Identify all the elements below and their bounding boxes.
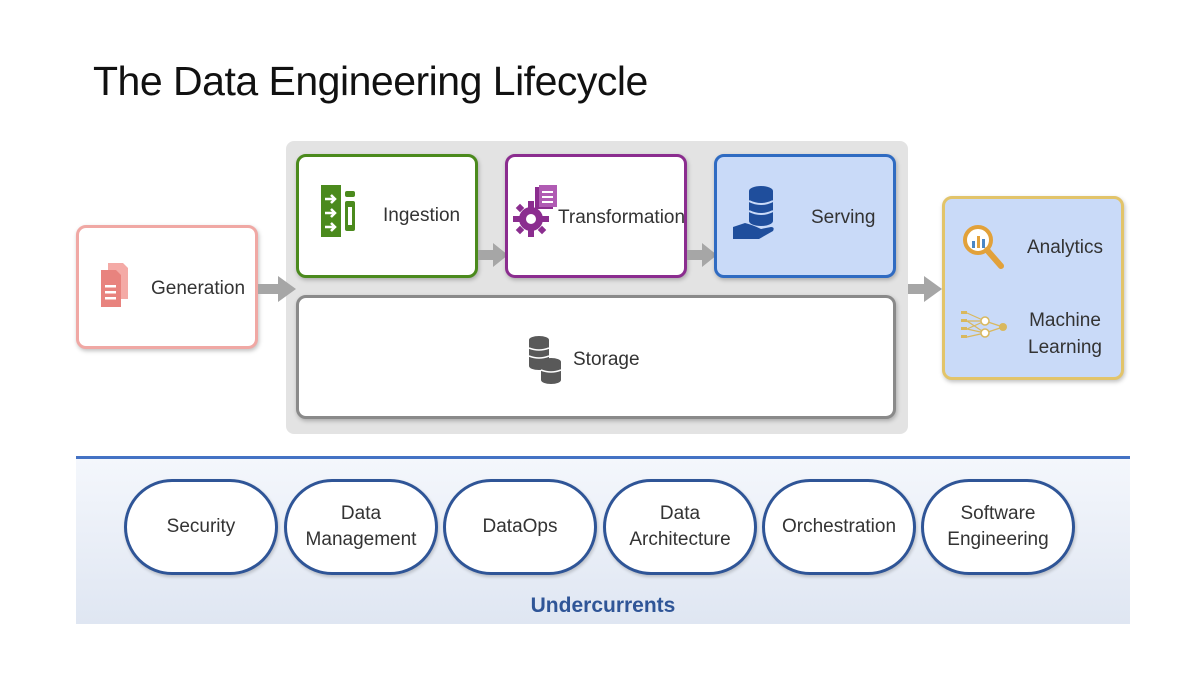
gear-document-icon	[511, 183, 561, 244]
generation-stage[interactable]: Generation	[76, 225, 258, 349]
generation-label: Generation	[151, 278, 246, 299]
undercurrent-software-engineering[interactable]: Software Engineering	[921, 479, 1075, 575]
undercurrent-data-management[interactable]: Data Management	[284, 479, 438, 575]
database-stack-icon	[527, 334, 563, 391]
page-title: The Data Engineering Lifecycle	[93, 58, 648, 104]
outputs-box: Analytics Machine Learning	[942, 196, 1124, 380]
undercurrent-software-engineering-line2: Engineering	[947, 529, 1049, 550]
undercurrents-label: Undercurrents	[530, 594, 676, 617]
serving-stage[interactable]: Serving	[714, 154, 896, 278]
arrow-ingestion-to-transformation	[478, 243, 508, 272]
ingestion-label: Ingestion	[383, 205, 461, 226]
arrow-generation-to-ingestion	[258, 276, 296, 307]
document-icon	[99, 261, 129, 314]
undercurrent-data-management-line1: Data	[340, 503, 382, 524]
machine-learning-line1: Machine	[1029, 310, 1101, 331]
undercurrent-data-management-line2: Management	[305, 529, 417, 550]
neural-network-icon[interactable]	[959, 307, 1011, 352]
undercurrent-data-architecture[interactable]: Data Architecture	[603, 479, 757, 575]
analytics-label[interactable]: Analytics	[1027, 237, 1104, 258]
ingestion-stage[interactable]: Ingestion	[296, 154, 478, 278]
storage-label: Storage	[573, 349, 640, 370]
machine-learning-label[interactable]: Machine Learning	[1015, 307, 1115, 361]
transformation-label: Transformation	[558, 207, 686, 228]
ingestion-icon	[319, 183, 359, 244]
arrow-serving-to-outputs	[908, 276, 942, 307]
undercurrent-data-architecture-line1: Data	[659, 503, 701, 524]
arrow-transformation-to-serving	[687, 243, 717, 272]
transformation-stage[interactable]: Transformation	[505, 154, 687, 278]
database-hand-icon	[731, 183, 787, 248]
undercurrent-data-architecture-line2: Architecture	[629, 529, 731, 550]
undercurrent-orchestration[interactable]: Orchestration	[762, 479, 916, 575]
undercurrent-security-line1: Security	[166, 516, 236, 537]
machine-learning-line2: Learning	[1028, 337, 1102, 358]
undercurrent-dataops[interactable]: DataOps	[443, 479, 597, 575]
undercurrent-dataops-line1: DataOps	[482, 516, 558, 537]
undercurrent-software-engineering-line1: Software	[960, 503, 1036, 524]
undercurrent-security[interactable]: Security	[124, 479, 278, 575]
storage-stage[interactable]: Storage	[296, 295, 896, 419]
serving-label: Serving	[811, 207, 876, 228]
undercurrent-orchestration-line1: Orchestration	[781, 516, 897, 537]
analytics-magnifier-icon[interactable]	[961, 223, 1005, 278]
